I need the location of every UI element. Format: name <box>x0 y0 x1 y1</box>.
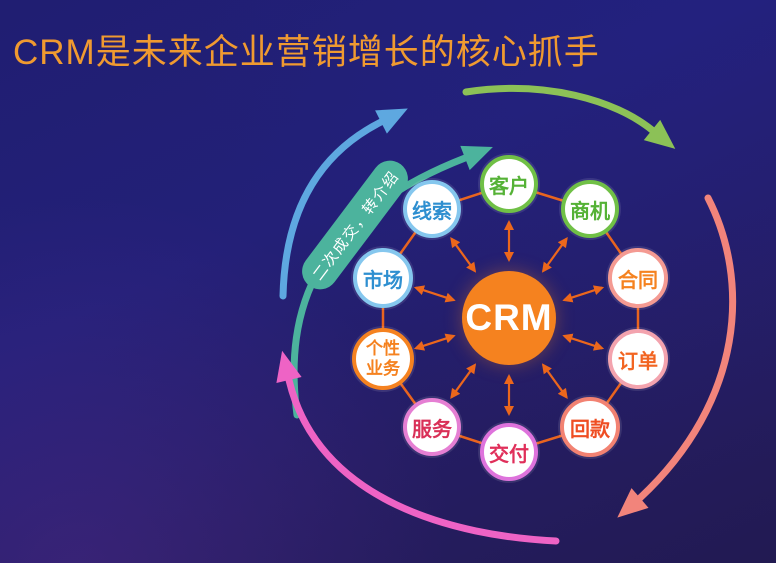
node-service-label: 服务 <box>412 418 452 441</box>
node-contract: 合同 <box>608 248 668 308</box>
spoke-order <box>562 333 605 351</box>
pink-flow-arc <box>285 376 560 545</box>
node-leads: 线索 <box>403 180 461 238</box>
blue-flow-arc <box>279 118 385 300</box>
spoke-leads <box>450 237 477 273</box>
node-service: 服务 <box>403 398 461 456</box>
spoke-payment <box>541 363 568 399</box>
spoke-opportunity <box>541 237 568 273</box>
node-opportunity: 商机 <box>561 180 619 238</box>
spoke-market <box>413 285 456 303</box>
node-leads-label: 线索 <box>412 200 452 223</box>
green-arrow-head <box>643 119 676 149</box>
pink-arrow-head <box>276 350 302 383</box>
node-delivery-label: 交付 <box>489 443 529 466</box>
node-custom-business: 个性业务 <box>352 328 414 390</box>
spoke-service <box>450 363 477 399</box>
crm-center-hub: CRM <box>462 271 556 365</box>
node-market: 市场 <box>353 248 413 308</box>
crm-center-label: CRM <box>465 297 553 338</box>
node-customer: 客户 <box>480 155 538 213</box>
node-customer-label: 客户 <box>489 175 529 198</box>
blue-arrow-head <box>375 108 408 134</box>
spoke-contract <box>562 285 605 303</box>
page-title: CRM是未来企业营销增长的核心抓手 <box>13 33 600 72</box>
center-spokes <box>413 219 605 417</box>
salmon-flow-arc <box>636 194 737 502</box>
node-order: 订单 <box>608 329 668 389</box>
node-order-label: 订单 <box>618 350 658 373</box>
salmon-arrow-head <box>617 488 649 518</box>
node-contract-label: 合同 <box>618 269 658 292</box>
node-market-label: 市场 <box>363 269 403 292</box>
node-payment-label: 回款 <box>570 418 610 441</box>
node-payment: 回款 <box>560 397 620 457</box>
node-custom-business-label: 个性业务 <box>366 339 400 378</box>
node-delivery: 交付 <box>480 423 538 481</box>
teal-arrow-head <box>460 145 493 171</box>
node-opportunity-label: 商机 <box>570 200 610 223</box>
green-flow-arc <box>462 84 656 134</box>
spoke-custom-business <box>413 333 456 351</box>
